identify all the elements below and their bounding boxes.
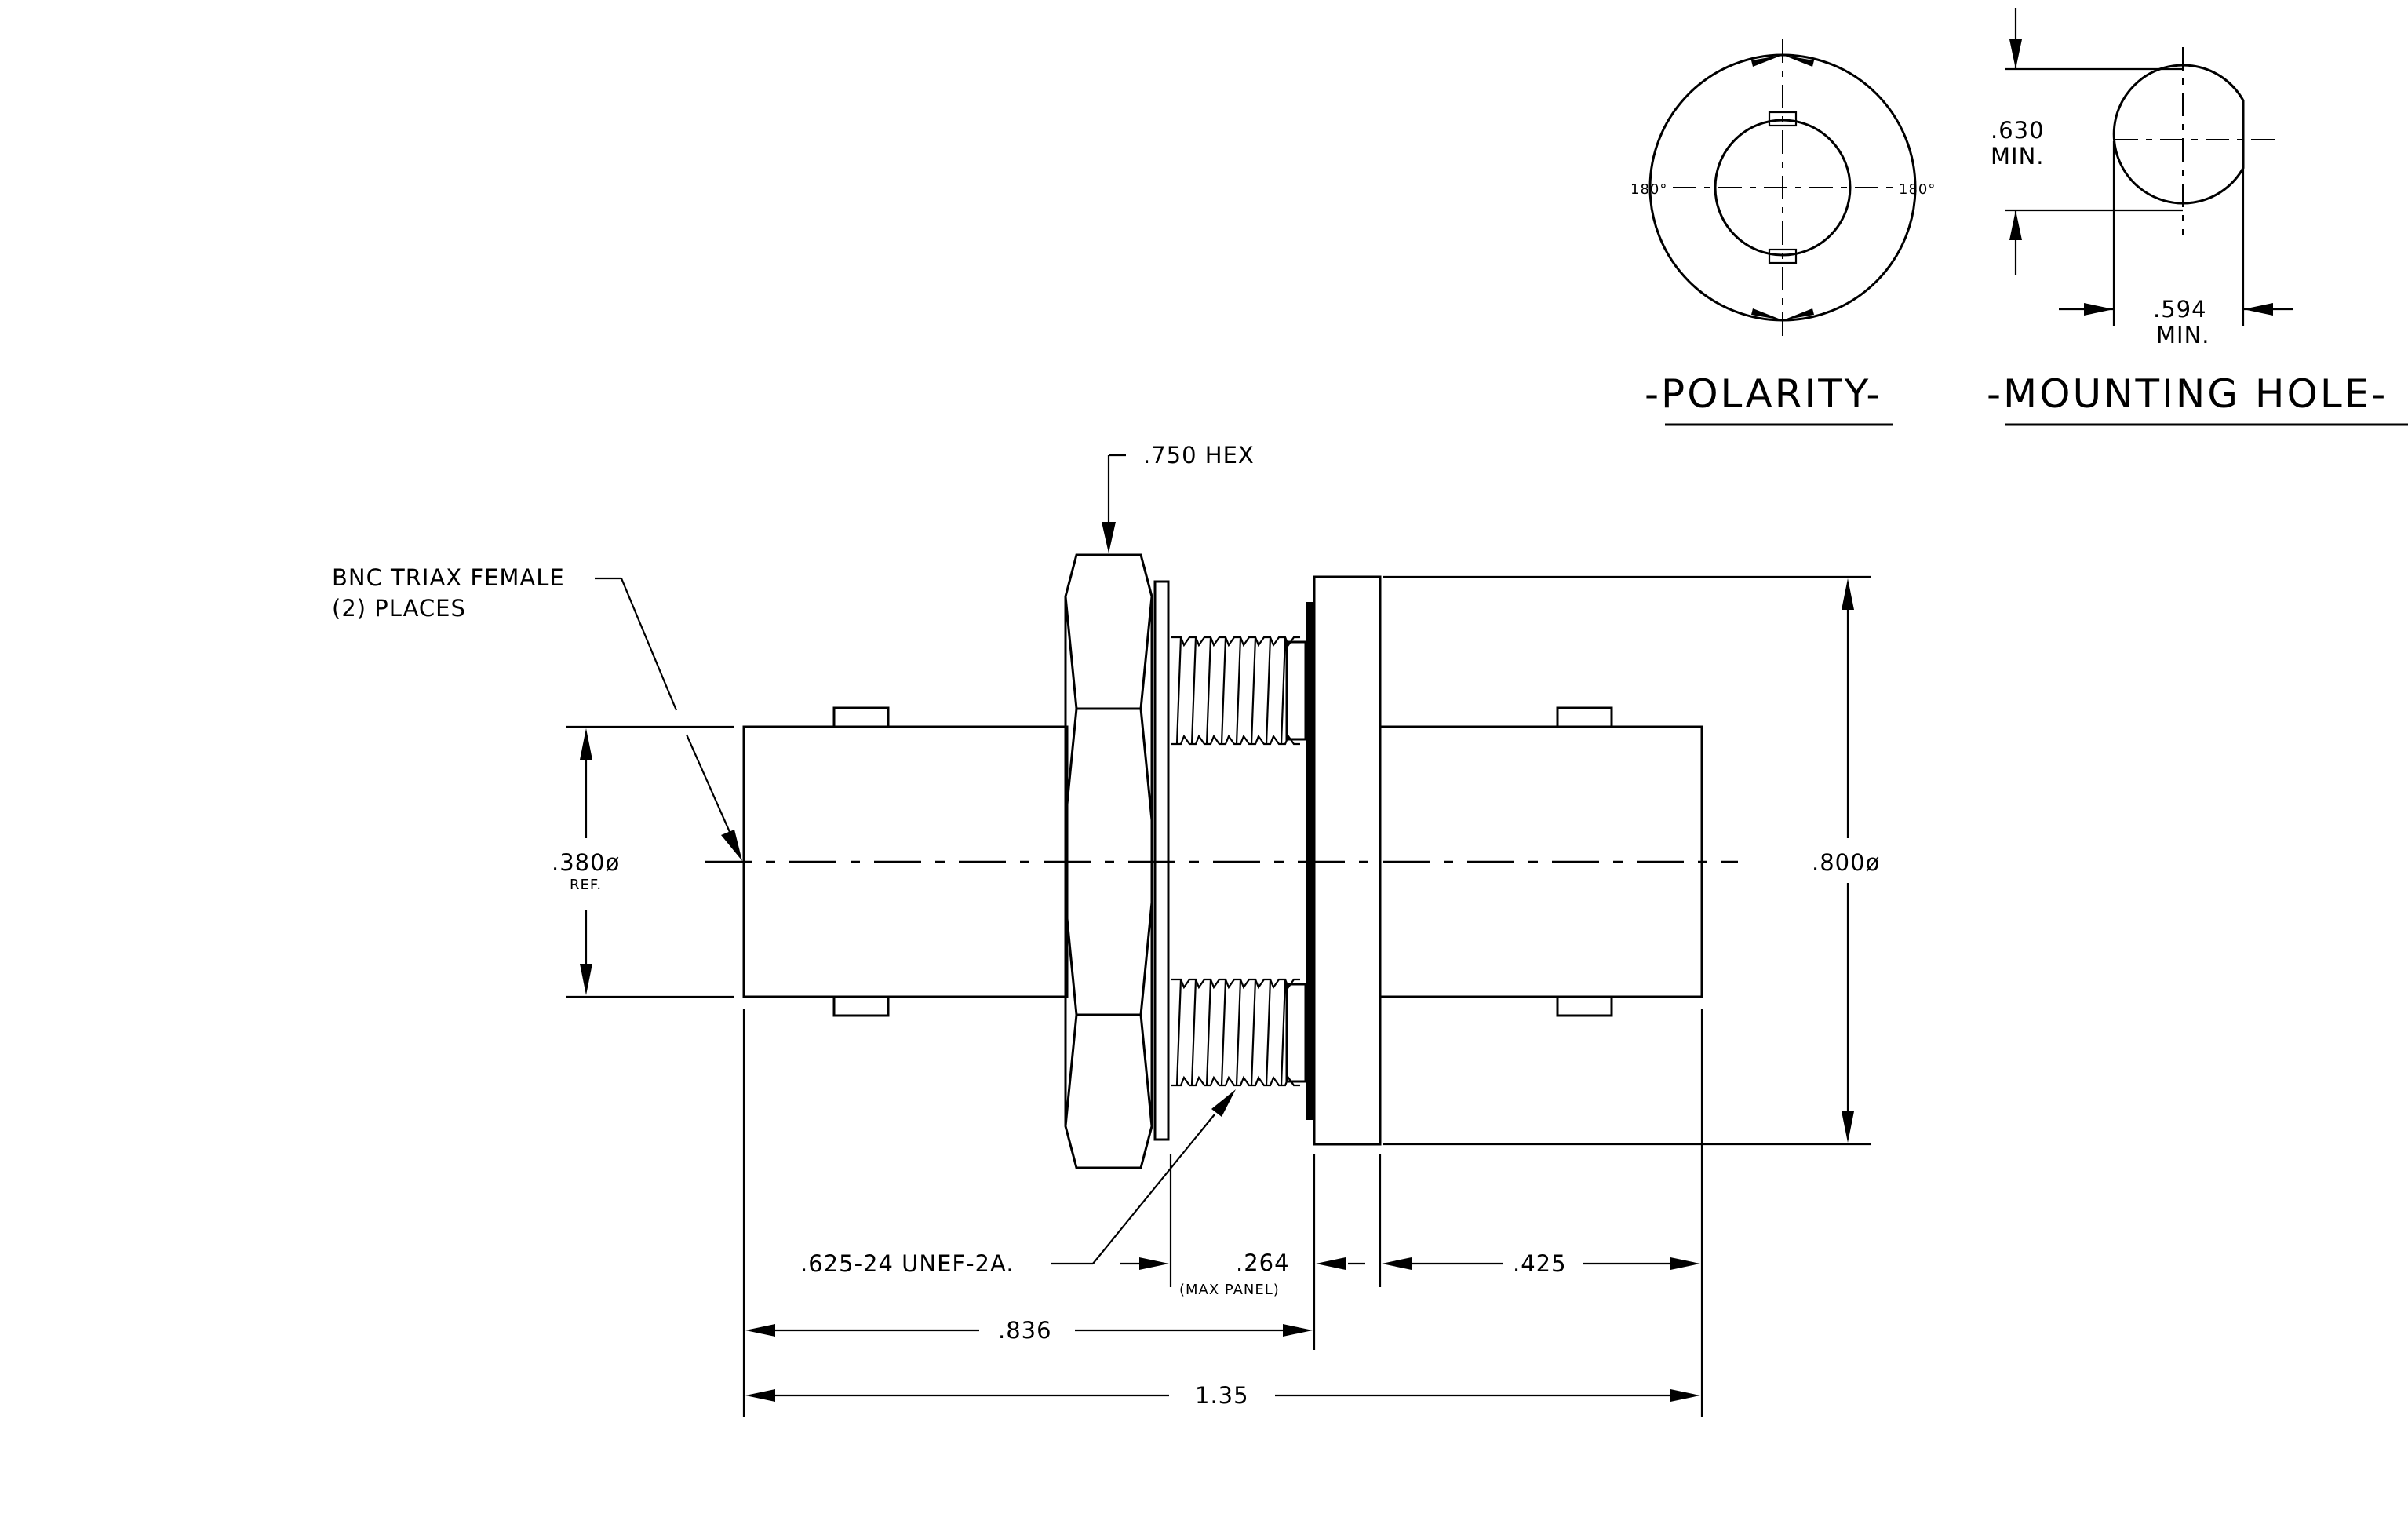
triax-label-line2: (2) PLACES: [332, 595, 466, 622]
thread-shank-bottom: [1285, 983, 1307, 1083]
right-len-arrow-left: [1382, 1257, 1412, 1270]
thread-leader-arrow: [1211, 1089, 1236, 1117]
dia-right-arrow-top: [1842, 578, 1854, 610]
right-len-arrow-right: [1670, 1257, 1700, 1270]
d-hole-outline: [2112, 64, 2245, 205]
hex-bevel-right-top: [1139, 596, 1153, 821]
hole-width-min: MIN.: [2156, 322, 2210, 348]
hex-nut: [1064, 553, 1153, 1169]
panel-dim-value: .264: [1236, 1249, 1290, 1276]
hole-height-min: MIN.: [1991, 143, 2045, 170]
right-bnc-body: [1379, 725, 1703, 998]
hole-arrow-bottom: [2009, 210, 2022, 240]
dimensions: .750 HEX BNC TRIAX FEMALE (2) PLACES .38…: [332, 442, 1880, 1417]
panel-arrow-right: [1316, 1257, 1346, 1270]
hex-bevel-left-bottom: [1064, 902, 1078, 1127]
polarity-key-bottom: [1768, 248, 1798, 264]
hex-bevel-right-bottom: [1139, 902, 1153, 1127]
thread-shank-top: [1285, 640, 1307, 741]
polarity-title: -POLARITY-: [1645, 371, 1882, 417]
thread-label: .625-24 UNEF-2A.: [800, 1250, 1015, 1277]
polarity-angle-right: 180°: [1899, 181, 1936, 198]
triax-leader-arrow: [721, 830, 742, 861]
right-len-value: .425: [1513, 1250, 1567, 1277]
dia-left-arrow-bottom: [580, 964, 592, 995]
triax-label-line1: BNC TRIAX FEMALE: [332, 564, 565, 591]
overall-len-value: 1.35: [1195, 1382, 1249, 1409]
mounting-hole-view: .630 MIN. .594 MIN. -MOUNTING HOLE-: [1987, 8, 2408, 426]
angle-arrow-3: [1751, 308, 1783, 320]
triax-leader-2: [685, 734, 731, 833]
dia-left-value: .380ø: [552, 849, 620, 876]
panel-dim-note: (MAX PANEL): [1179, 1282, 1280, 1298]
lock-washer: [1153, 580, 1170, 1141]
bulkhead-len-arrow-left: [745, 1324, 775, 1337]
hole-arrow-right: [2243, 303, 2273, 316]
thread-roots: [1175, 636, 1287, 1086]
hex-leader-arrow: [1102, 522, 1116, 553]
panel-arrow-left: [1139, 1257, 1169, 1270]
hex-label: .750 HEX: [1143, 442, 1255, 469]
polarity-angle-left: 180°: [1630, 181, 1667, 198]
bulkhead-len-value: .836: [998, 1317, 1052, 1344]
dia-left-ref: REF.: [570, 877, 602, 893]
bulkhead-len-arrow-right: [1283, 1324, 1313, 1337]
hole-height-value: .630: [1991, 117, 2045, 144]
thread-bottom-crest: [1171, 978, 1300, 990]
left-bnc-body: [742, 725, 1069, 998]
hole-width-value: .594: [2153, 296, 2207, 323]
triax-leader-1: [620, 578, 678, 711]
hex-bevel-left-top: [1064, 596, 1078, 821]
thread-top-crest: [1171, 636, 1300, 647]
angle-arrow-4: [1783, 308, 1814, 320]
gasket: [1306, 602, 1314, 1120]
overall-len-arrow-right: [1670, 1389, 1700, 1402]
left-bnc-pin-top: [832, 706, 890, 728]
dia-right-value: .800ø: [1812, 849, 1880, 876]
connector-side-view: [705, 553, 1738, 1169]
mounting-hole-title: -MOUNTING HOLE-: [1987, 371, 2388, 417]
left-bnc-pin-bottom: [832, 995, 890, 1017]
overall-len-arrow-left: [745, 1389, 775, 1402]
hole-arrow-left: [2084, 303, 2114, 316]
hole-arrow-top: [2009, 39, 2022, 69]
right-bnc-pin-bottom: [1556, 995, 1613, 1017]
dia-left-arrow-top: [580, 728, 592, 760]
flange: [1313, 575, 1382, 1146]
thread-leader-diag: [1092, 1114, 1215, 1264]
polarity-key-top: [1768, 111, 1798, 127]
angle-arrow-2: [1783, 55, 1814, 67]
angle-arrow-1: [1751, 55, 1783, 67]
dia-right-arrow-bottom: [1842, 1111, 1854, 1143]
polarity-view: 180° 180° -POLARITY-: [1630, 39, 1936, 426]
right-bnc-pin-top: [1556, 706, 1613, 728]
